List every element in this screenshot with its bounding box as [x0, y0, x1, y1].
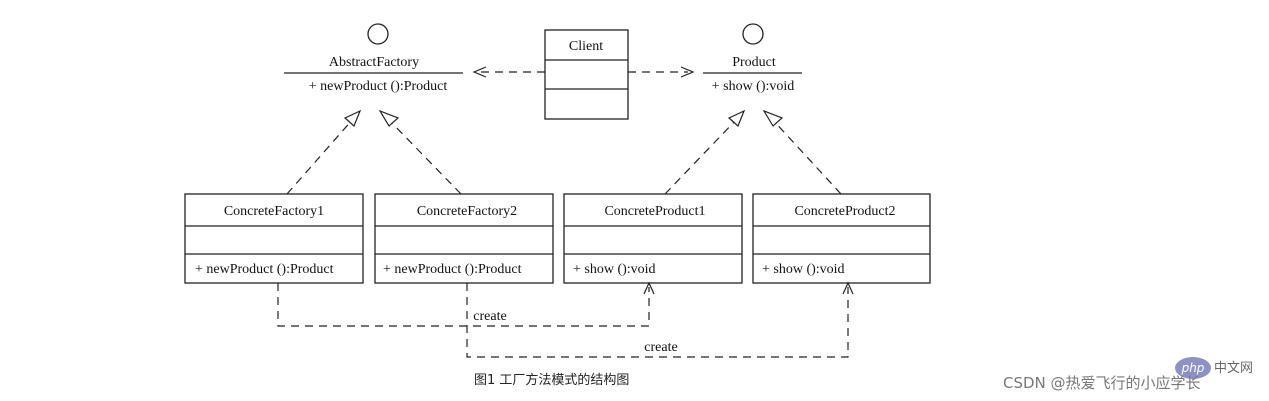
realization-line: [664, 118, 738, 195]
interface-circle-icon: [742, 23, 764, 45]
create-label: create: [473, 309, 506, 324]
realization-line: [286, 118, 354, 195]
class-box: [184, 193, 364, 284]
product-interface: Product + show ():void: [703, 23, 802, 94]
product-method: + show ():void: [712, 79, 795, 94]
csdn-watermark: CSDN @热爱飞行的小应学长: [1003, 374, 1201, 392]
product-name: Product: [732, 55, 776, 70]
client-class: Client: [544, 29, 629, 120]
php-logo-icon: php: [1175, 357, 1211, 379]
hollow-triangle-icon: [762, 109, 784, 127]
class-name: ConcreteProduct1: [604, 204, 705, 219]
realization-arrows: [286, 109, 842, 195]
class-name: ConcreteFactory1: [224, 204, 324, 219]
concrete-product-1: ConcreteProduct1 + show ():void: [563, 193, 743, 284]
class-method: + show ():void: [573, 262, 656, 277]
realization-line: [771, 118, 842, 195]
create-label: create: [644, 340, 677, 355]
class-box: [374, 193, 554, 284]
client-dependencies: [472, 66, 695, 78]
class-name: ConcreteProduct2: [794, 204, 895, 219]
hollow-triangle-icon: [727, 109, 746, 128]
client-box: [544, 29, 629, 120]
open-arrow-icon: [472, 66, 487, 78]
hollow-triangle-icon: [378, 109, 400, 127]
interface-circle-icon: [367, 23, 389, 45]
abstract-factory-interface: AbstractFactory + newProduct ():Product: [284, 23, 463, 94]
abstract-factory-name: AbstractFactory: [329, 55, 419, 70]
hollow-triangle-icon: [343, 109, 362, 128]
open-arrow-icon: [680, 66, 695, 78]
class-name: ConcreteFactory2: [417, 204, 517, 219]
abstract-factory-method: + newProduct ():Product: [309, 79, 448, 94]
class-box: [752, 193, 931, 284]
open-arrow-icon: [842, 281, 854, 295]
concrete-factory-1: ConcreteFactory1 + newProduct ():Product: [184, 193, 364, 284]
realization-line: [387, 118, 462, 195]
create-dependency-1: create: [277, 281, 655, 327]
concrete-product-2: ConcreteProduct2 + show ():void: [752, 193, 931, 284]
figure-caption: 图1 工厂方法模式的结构图: [474, 372, 629, 388]
client-name: Client: [569, 39, 603, 54]
class-method: + show ():void: [762, 262, 845, 277]
create-dependency-2: create: [466, 281, 854, 358]
class-method: + newProduct ():Product: [195, 262, 334, 277]
class-method: + newProduct ():Product: [383, 262, 522, 277]
class-box: [563, 193, 743, 284]
php-site-text: 中文网: [1214, 361, 1254, 376]
dependency-line: [466, 283, 849, 358]
dependency-line: [277, 283, 650, 327]
open-arrow-icon: [643, 281, 655, 295]
concrete-factory-2: ConcreteFactory2 + newProduct ():Product: [374, 193, 554, 284]
